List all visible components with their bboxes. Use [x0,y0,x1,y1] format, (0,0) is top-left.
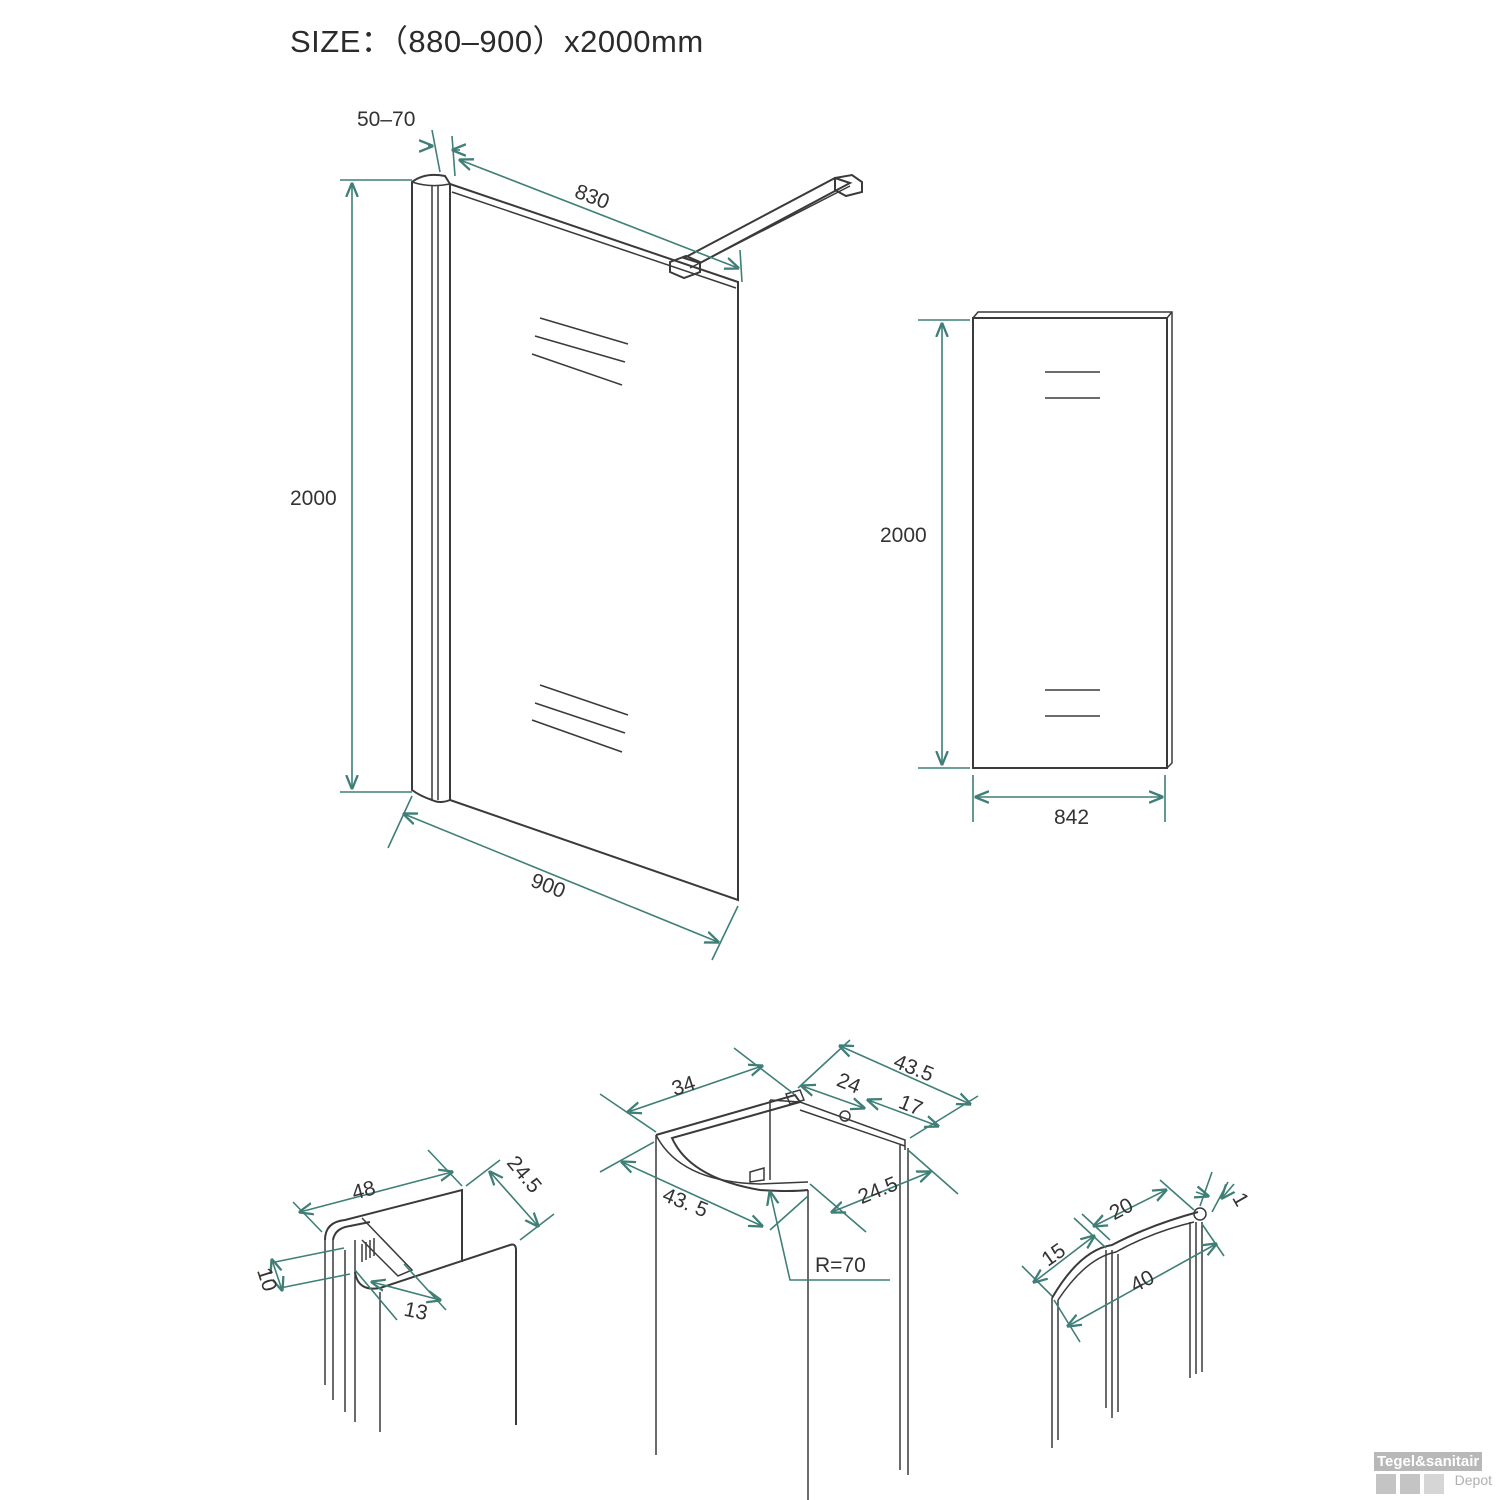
dim-48: 48 [349,1177,378,1205]
dim-radius: R=70 [815,1254,866,1277]
profile-detail-left [324,1188,517,1432]
profile-detail-center [655,1089,909,1500]
logo-drop-icon [1376,1474,1396,1494]
dim-20: 20 [1106,1194,1137,1225]
profile-left-dimensions: 48 24.5 10 13 [252,1149,555,1325]
dim-24-5-left: 24.5 [502,1152,546,1198]
dim-wall-profile: 50–70 [357,108,415,131]
dim-bottom-width: 900 [528,869,569,903]
dim-24: 24 [834,1069,865,1099]
logo-tile-icon-2 [1424,1474,1444,1494]
stabilizer-bar [669,173,863,280]
brand-logo: Tegel&sanitair Depot [1368,1452,1498,1498]
dim-1: 1 [1227,1189,1253,1211]
dim-13: 13 [402,1298,430,1325]
main-dimensions: 50–70 830 2000 900 [290,108,743,961]
dim-15: 15 [1038,1239,1070,1271]
dim-top-glass: 830 [572,180,613,214]
wall-profile [411,173,451,803]
side-panel-view [972,311,1173,769]
side-dimensions: 2000 842 [880,319,1166,829]
page-title: SIZE：（880–900）x2000mm [290,24,704,59]
profile-detail-right [1051,1207,1207,1448]
dim-40: 40 [1127,1266,1158,1297]
logo-brand: Tegel&sanitair [1374,1452,1483,1471]
logo-tile-icon [1400,1474,1420,1494]
dim-side-width: 842 [1054,806,1089,829]
profile-right-dimensions: 15 20 1 40 [1021,1171,1253,1343]
logo-sub: Depot [1454,1472,1492,1488]
dim-main-height: 2000 [290,487,337,510]
dim-10: 10 [252,1265,281,1294]
dim-side-height: 2000 [880,524,927,547]
dim-17: 17 [896,1091,926,1121]
dim-43-5-top: 43.5 [890,1050,937,1087]
dim-24-5-center: 24.5 [855,1172,902,1209]
dim-43-5-bottom: 43. 5 [659,1183,711,1222]
main-panel-view [411,173,863,902]
glass-panel [449,182,739,902]
